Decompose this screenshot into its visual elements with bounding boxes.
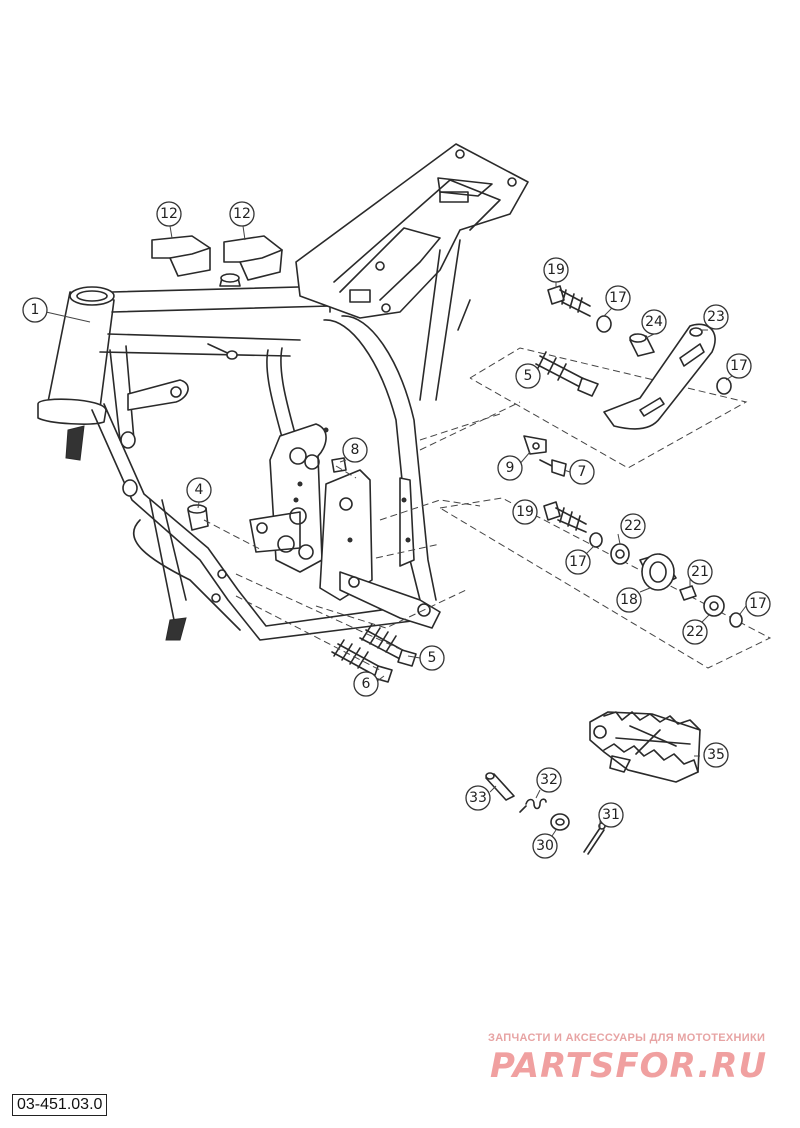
- svg-text:17: 17: [730, 358, 748, 374]
- footpeg-part-35: [589, 711, 701, 783]
- bearing-part-22-left: [610, 543, 630, 565]
- footpeg-pin-part-33: [485, 772, 515, 801]
- svg-text:23: 23: [707, 309, 725, 325]
- watermark-logo: PARTSFOR.RU: [490, 1046, 768, 1086]
- svg-text:17: 17: [609, 290, 627, 306]
- motorcycle-frame: [37, 143, 529, 641]
- callout-9: 9: [497, 455, 523, 481]
- svg-text:7: 7: [578, 464, 587, 480]
- cable-clip-part-9: [523, 435, 547, 455]
- callout-1: 1: [22, 297, 48, 323]
- document-code-label: 03-451.03.0: [12, 1094, 108, 1116]
- svg-text:5: 5: [524, 368, 533, 384]
- callout-24: 24: [641, 309, 667, 335]
- washer-17-upper: [596, 315, 612, 333]
- svg-text:9: 9: [506, 460, 515, 476]
- callout-8: 8: [342, 437, 368, 463]
- svg-text:17: 17: [749, 596, 767, 612]
- washer-17-lower-right: [729, 612, 743, 628]
- svg-text:22: 22: [686, 624, 704, 640]
- callout-17-lower-right: 17: [745, 591, 771, 617]
- sleeve-part-21: [679, 585, 697, 601]
- svg-text:19: 19: [547, 262, 565, 278]
- svg-text:21: 21: [691, 564, 709, 580]
- callout-23: 23: [703, 304, 729, 330]
- washer-part-30: [550, 813, 570, 831]
- callout-32: 32: [536, 767, 562, 793]
- svg-text:1: 1: [31, 302, 40, 318]
- callout-6: 6: [353, 671, 379, 697]
- cotter-pin-part-31: [583, 822, 606, 855]
- callout-33: 33: [465, 785, 491, 811]
- callout-17-right: 17: [726, 353, 752, 379]
- spring-part-32: [519, 798, 547, 813]
- svg-text:35: 35: [707, 747, 725, 763]
- bolt-upper-part-5: [535, 351, 599, 397]
- callout-22-lower: 22: [682, 619, 708, 645]
- swingarm-pivot-plates: [249, 423, 441, 629]
- svg-text:8: 8: [351, 442, 360, 458]
- svg-text:33: 33: [469, 790, 487, 806]
- callout-19-lower: 19: [512, 499, 538, 525]
- bolt-upper-part-19: [547, 285, 591, 317]
- svg-text:19: 19: [516, 504, 534, 520]
- callout-17-lower-left: 17: [565, 549, 591, 575]
- callout-4: 4: [186, 477, 212, 503]
- callout-12-right: 12: [229, 201, 255, 227]
- callout-22-upper: 22: [620, 513, 646, 539]
- callout-5-upper: 5: [515, 363, 541, 389]
- nut-part-8: [331, 457, 347, 473]
- svg-text:4: 4: [195, 482, 204, 498]
- svg-text:31: 31: [602, 807, 620, 823]
- svg-text:22: 22: [624, 518, 642, 534]
- callout-12-left: 12: [156, 201, 182, 227]
- svg-text:12: 12: [160, 206, 178, 222]
- callout-17-upper: 17: [605, 285, 631, 311]
- bolt-lower-part-19: [543, 501, 587, 533]
- callout-18: 18: [616, 587, 642, 613]
- svg-text:5: 5: [428, 650, 437, 666]
- spacer-part-24: [629, 333, 655, 357]
- callout-21: 21: [687, 559, 713, 585]
- callout-7: 7: [569, 459, 595, 485]
- callout-leaders: [45, 225, 747, 837]
- svg-text:32: 32: [540, 772, 558, 788]
- bearing-part-22-right: [703, 595, 725, 617]
- brake-pedal-part-23: [603, 323, 716, 430]
- callouts: 1 12 12 4 8 5 5 6 19 17 24 23 17 9 7 19 …: [22, 201, 771, 859]
- svg-text:24: 24: [645, 314, 663, 330]
- washer-17-lower-left: [589, 532, 603, 548]
- callout-5-lower: 5: [419, 645, 445, 671]
- bolts-lower: [331, 623, 417, 683]
- washer-17-right: [716, 377, 732, 395]
- callout-19-upper: 19: [543, 257, 569, 283]
- spacer-part-4: [187, 504, 209, 531]
- watermark-tagline: ЗАПЧАСТИ И АКСЕССУАРЫ ДЛЯ МОТОТЕХНИКИ: [488, 1032, 766, 1044]
- svg-text:17: 17: [569, 554, 587, 570]
- callout-35: 35: [703, 742, 729, 768]
- callout-31: 31: [598, 802, 624, 828]
- assembly-lines: [203, 347, 772, 671]
- rear-subframe: [295, 143, 529, 401]
- svg-text:30: 30: [536, 838, 554, 854]
- svg-text:18: 18: [620, 592, 638, 608]
- roller-part-18: [639, 553, 677, 591]
- frame-protector-pads: [151, 235, 283, 281]
- steering-head-tube: [37, 286, 115, 461]
- callout-30: 30: [532, 833, 558, 859]
- bolt-part-7: [539, 459, 567, 477]
- svg-text:6: 6: [362, 676, 371, 692]
- svg-text:12: 12: [233, 206, 251, 222]
